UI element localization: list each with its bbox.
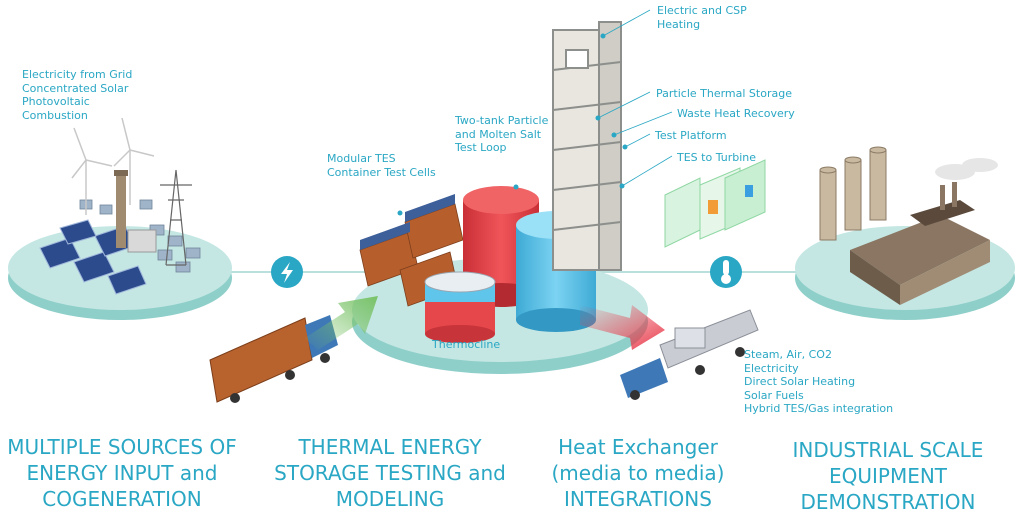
dashboard-screens <box>664 159 766 248</box>
two-tank-label-line: and Molten Salt <box>455 127 542 141</box>
waste-heat-label: Waste Heat Recovery <box>677 107 795 120</box>
outputs-label: Steam, Air, CO2 Electricity Direct Solar… <box>744 348 893 416</box>
heading-line: MULTIPLE SOURCES OF <box>7 435 237 459</box>
test-platform-label: Test Platform <box>655 129 727 142</box>
heading-line: MODELING <box>335 487 445 511</box>
inputs-label-line: Electricity from Grid <box>22 68 133 81</box>
electric-csp-label-line: Electric and CSP <box>657 4 747 17</box>
inputs-label-line: Concentrated Solar <box>22 81 129 95</box>
wind-turbines <box>71 117 155 215</box>
truck-left <box>209 315 338 403</box>
modular-label-line: Container Test Cells <box>327 165 436 179</box>
heading-line: EQUIPMENT <box>828 464 948 488</box>
leader-lines <box>597 9 673 187</box>
outputs-label-line: Direct Solar Heating <box>744 375 856 388</box>
heading-exchanger: Heat Exchanger (media to media) INTEGRAT… <box>528 434 748 512</box>
factory <box>850 200 990 305</box>
particle-storage-label: Particle Thermal Storage <box>656 87 792 100</box>
modular-label-line: Modular TES <box>327 152 396 165</box>
inputs-label-line: Photovoltaic <box>22 95 90 108</box>
heading-line: DEMONSTRATION <box>800 490 976 514</box>
test-tower <box>552 21 622 271</box>
silos <box>819 146 887 241</box>
outputs-label-line: Hybrid TES/Gas integration <box>744 402 894 415</box>
smokestack <box>114 170 157 253</box>
heading-line: INDUSTRIAL SCALE <box>792 438 984 462</box>
thermocline-label: Thermocline <box>432 338 501 351</box>
electric-csp-label-line: Heating <box>657 17 701 31</box>
truck-right <box>620 309 759 400</box>
heading-sources: MULTIPLE SOURCES OF ENERGY INPUT and COG… <box>0 434 244 512</box>
outputs-label-line: Electricity <box>744 361 799 375</box>
transmission-tower <box>160 169 192 266</box>
heading-line: COGENERATION <box>42 487 202 511</box>
two-tank-label-line: Test Loop <box>455 141 507 154</box>
heading-industrial: INDUSTRIAL SCALE EQUIPMENT DEMONSTRATION <box>772 437 1004 515</box>
two-tank-label: Two-tank Particle and Molten Salt Test L… <box>455 114 548 155</box>
heading-line: Heat Exchanger <box>558 435 718 459</box>
heading-storage: THERMAL ENERGY STORAGE TESTING and MODEL… <box>268 434 512 512</box>
green-arrow <box>305 296 378 350</box>
two-tank-label-line: Two-tank Particle <box>455 114 549 127</box>
thermometer-icon <box>710 256 742 288</box>
thermocline-tank <box>424 271 496 343</box>
electric-csp-label: Electric and CSP Heating <box>657 4 747 31</box>
factory-smoke <box>935 158 998 210</box>
modular-tes-label: Modular TES Container Test Cells <box>327 152 436 179</box>
solar-panels-field <box>39 219 147 295</box>
inputs-label: Electricity from Grid Concentrated Solar… <box>22 68 132 122</box>
outputs-label-line: Steam, Air, CO2 <box>744 348 832 361</box>
heading-line: THERMAL ENERGY <box>298 435 482 459</box>
heading-line: (media to media) <box>551 461 725 485</box>
heading-line: INTEGRATIONS <box>564 487 712 511</box>
tes-turbine-label: TES to Turbine <box>677 151 757 164</box>
heading-line: STORAGE TESTING and <box>274 461 506 485</box>
red-arrow <box>580 305 665 350</box>
lightning-icon <box>271 256 303 288</box>
outputs-label-line: Solar Fuels <box>744 388 804 402</box>
inputs-label-line: Combustion <box>22 108 88 122</box>
heading-line: ENERGY INPUT and <box>26 461 218 485</box>
